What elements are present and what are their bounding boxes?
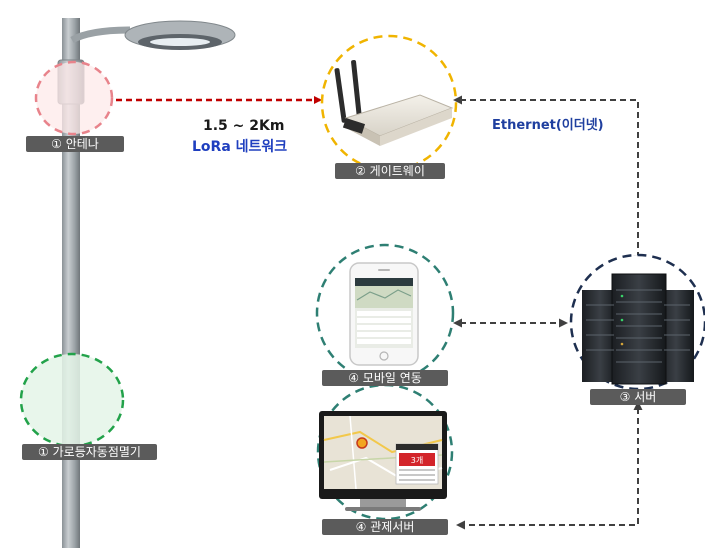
server-racks — [569, 253, 705, 391]
mobile-label: ④ 모바일 연동 — [322, 370, 448, 386]
network-label: 네트워크 — [230, 139, 288, 155]
lora-label: LoRa — [192, 139, 231, 155]
antenna-highlight — [34, 60, 114, 136]
gateway-label: ② 게이트웨이 — [335, 163, 445, 179]
ethernet-link — [453, 95, 643, 264]
gateway-device — [320, 34, 458, 172]
server-label: ③ 서버 — [590, 389, 686, 405]
flasher-label: ① 가로등자동점멸기 — [22, 444, 157, 460]
control-monitor — [316, 383, 454, 521]
lora-network-label: LoRa 네트워크 — [192, 136, 287, 156]
control-server-label: ④ 관제서버 — [322, 519, 448, 535]
mobile-device — [315, 243, 455, 383]
flasher-highlight — [19, 352, 125, 448]
distance-label: 1.5 ~ 2Km — [203, 118, 285, 134]
ethernet-label: Ethernet(이더넷) — [492, 118, 604, 133]
monitor-badge-text: 3개 — [411, 455, 423, 465]
antenna-label: ① 안테나 — [26, 136, 124, 152]
server-control-link — [456, 401, 643, 530]
